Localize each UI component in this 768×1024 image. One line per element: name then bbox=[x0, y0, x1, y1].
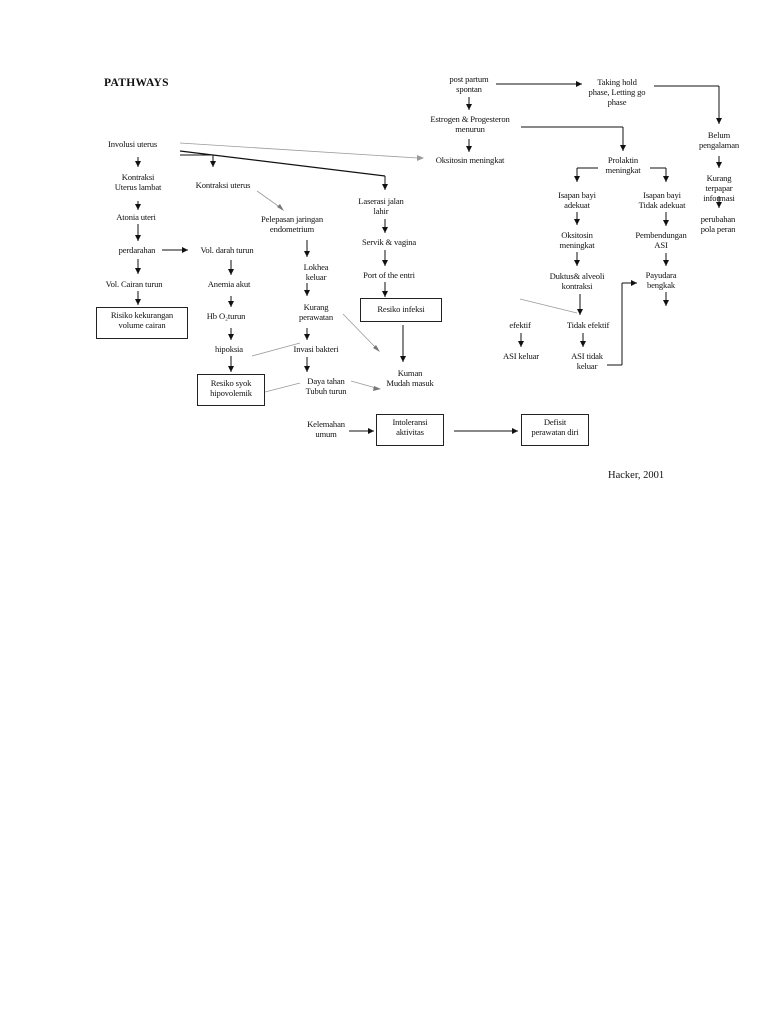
box-resiko-syok: Resiko syok hipovolemik bbox=[197, 374, 265, 406]
node-kontraksi-lambat: Kontraksi Uterus lambat bbox=[114, 172, 162, 192]
line-dayatahan-kuman bbox=[350, 380, 377, 389]
node-involusi-uterus: Involusi uterus bbox=[108, 139, 158, 149]
arrowhead-kurang-kuman bbox=[373, 345, 380, 352]
node-atonia-uteri: Atonia uteri bbox=[116, 212, 156, 222]
node-oksitosin-meningkat-2: Oksitosin meningkat bbox=[559, 230, 595, 250]
node-laserasi: Laserasi jalan lahir bbox=[358, 196, 404, 216]
node-perdarahan: perdarahan bbox=[118, 245, 156, 255]
node-belum-pengalaman: Belum pengalaman bbox=[698, 130, 740, 150]
node-isapan-tidak-adekuat: Isapan bayi Tidak adekuat bbox=[638, 190, 686, 210]
line-involusi-laserasi bbox=[179, 150, 386, 177]
node-post-partum: post partum spontan bbox=[449, 74, 489, 94]
line-to-tidakefektif bbox=[519, 298, 578, 314]
node-asi-keluar: ASI keluar bbox=[503, 351, 539, 361]
node-anemia-akut: Anemia akut bbox=[207, 279, 251, 289]
node-servik-vagina: Servik & vagina bbox=[361, 237, 417, 247]
node-invasi-bakteri: Invasi bakteri bbox=[293, 344, 339, 354]
node-vol-darah-turun: Vol. darah turun bbox=[200, 245, 254, 255]
line-kontraksi-pelepasan bbox=[256, 190, 282, 209]
box-defisit-perawatan: Defisit perawatan diri bbox=[521, 414, 589, 446]
node-tidak-efektif: Tidak efektif bbox=[566, 320, 610, 330]
box-intoleransi-aktivitas: Intoleransi aktivitas bbox=[376, 414, 444, 446]
node-kelemahan-umum: Kelemahan umum bbox=[307, 419, 345, 439]
arrowhead-involusi-oksitosin bbox=[417, 155, 424, 161]
node-hb-turun: Hb O₂turun bbox=[206, 311, 246, 321]
node-estrogen: Estrogen & Progesteron menurun bbox=[430, 114, 510, 134]
node-prolaktin: Prolaktin meningkat bbox=[605, 155, 641, 175]
node-kontraksi-uterus: Kontraksi uterus bbox=[195, 180, 251, 190]
node-daya-tahan: Daya tahan Tubuh turun bbox=[305, 376, 347, 396]
node-lokhea-keluar: Lokhea keluar bbox=[303, 262, 329, 282]
node-oksitosin-meningkat: Oksitosin meningkat bbox=[435, 155, 505, 165]
node-efektif: efektif bbox=[509, 320, 531, 330]
node-port-entri: Port of the entri bbox=[363, 270, 415, 280]
line-hipoksia-invasi bbox=[251, 342, 301, 357]
line-resikosyok-dayatahan bbox=[264, 382, 301, 393]
node-duktus-alveoli: Duktus& alveoli kontraksi bbox=[549, 271, 605, 291]
box-resiko-infeksi: Resiko infeksi bbox=[360, 298, 442, 322]
node-pelepasan-jaringan: Pelepasan jaringan endometrium bbox=[261, 214, 323, 234]
node-hipoksia: hipoksia bbox=[215, 344, 243, 354]
arrowhead-dayatahan-kuman bbox=[373, 386, 381, 391]
node-pembendungan-asi: Pembendungan ASI bbox=[635, 230, 687, 250]
node-kurang-perawatan: Kurang perawatan bbox=[299, 302, 333, 322]
node-isapan-adekuat: Isapan bayi adekuat bbox=[558, 190, 596, 210]
node-payudara-bengkak: Payudara bengkak bbox=[645, 270, 677, 290]
node-kuman-mudah-masuk: Kuman Mudah masuk bbox=[386, 368, 434, 388]
box-risiko-kekurangan-cairan: Risiko kekurangan volume cairan bbox=[96, 307, 188, 339]
diagram-title: PATHWAYS bbox=[104, 77, 169, 89]
node-perubahan-pola-peran: perubahan pola peran bbox=[700, 214, 736, 234]
source-citation: Hacker, 2001 bbox=[608, 470, 665, 481]
node-taking-hold: Taking hold phase, Letting go phase bbox=[588, 77, 646, 107]
line-kurang-kuman bbox=[342, 313, 378, 350]
line-involusi-oksitosin bbox=[179, 142, 419, 159]
node-asi-tidak-keluar: ASI tidak keluar bbox=[571, 351, 603, 371]
node-kurang-terpapar: Kurang terpapar informasi bbox=[703, 173, 735, 203]
arrowhead-kontraksi-pelepasan bbox=[277, 204, 284, 211]
node-vol-cairan-turun: Vol. Cairan turun bbox=[105, 279, 163, 289]
